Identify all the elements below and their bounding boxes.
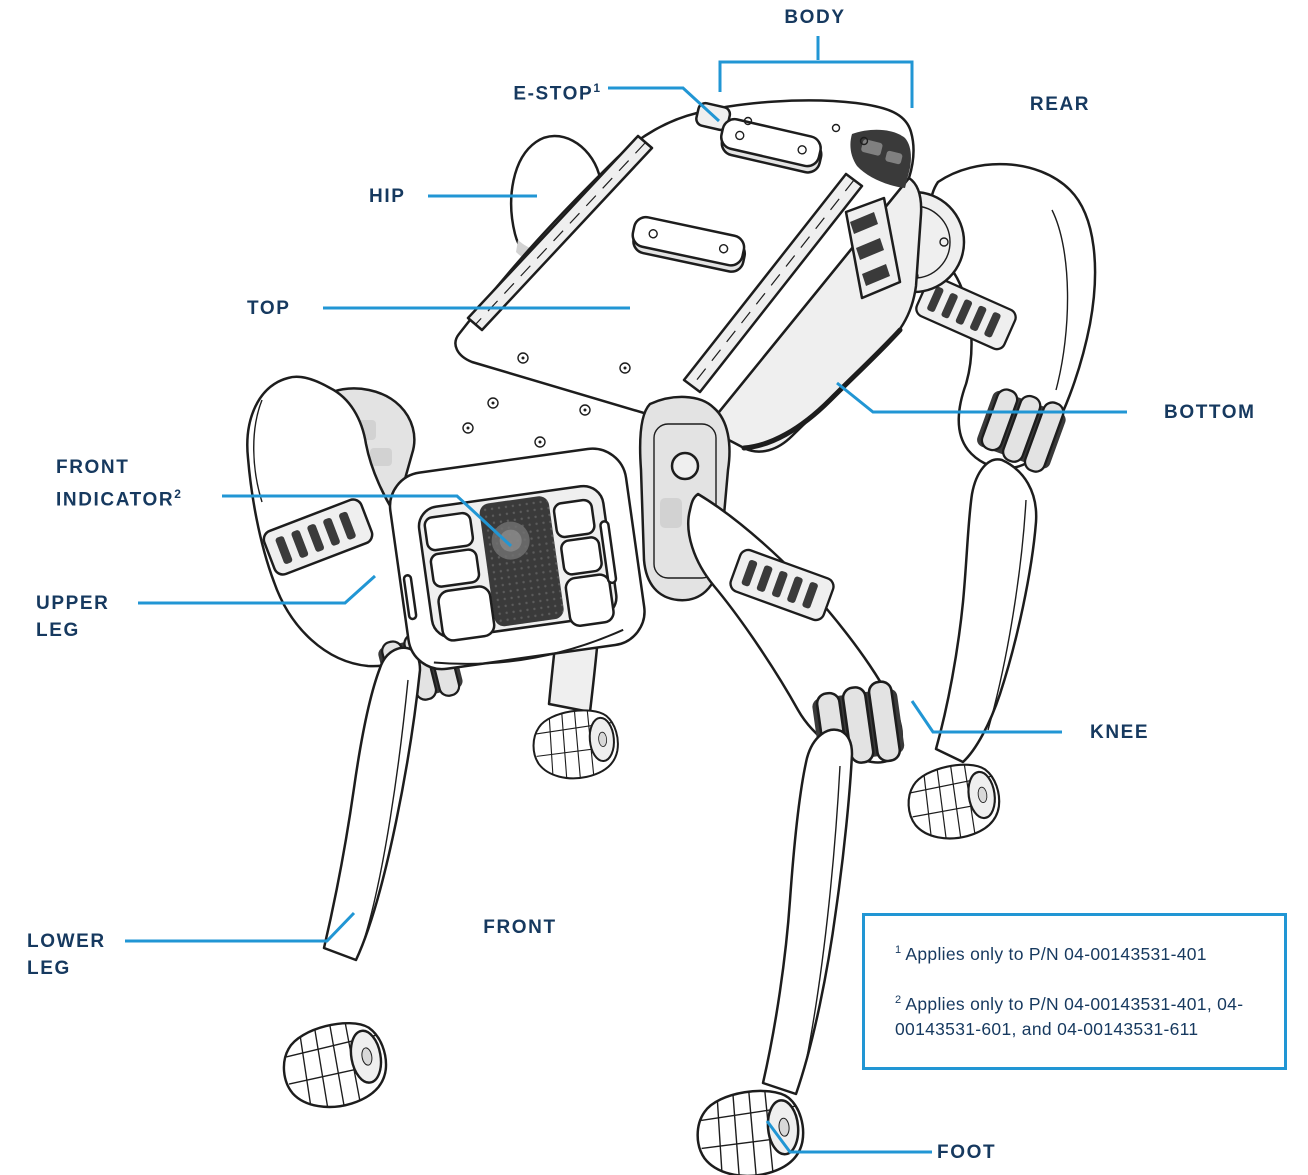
lower-leg-label-line1: LOWER — [27, 931, 106, 952]
label-bottom: BOTTOM — [1164, 399, 1256, 426]
knee-leader — [910, 700, 1062, 734]
label-body: BODY — [784, 4, 845, 31]
upper-leg-label-line1: UPPER — [36, 593, 110, 614]
footnote-2-superscript: 2 — [895, 993, 902, 1006]
foot-label-text: FOOT — [937, 1142, 997, 1163]
body-label-text: BODY — [784, 7, 846, 28]
robot-body — [454, 99, 923, 453]
leader-lines — [125, 36, 1127, 1154]
knee-label-text: KNEE — [1090, 722, 1150, 743]
label-rear: REAR — [1030, 91, 1090, 118]
body-bracket — [718, 60, 914, 108]
e-stop-label-text: E-STOP — [513, 83, 594, 105]
label-e-stop: E-STOP1 — [513, 75, 600, 107]
front-indicator-label-line2: INDICATOR — [56, 489, 175, 511]
footnote-1-superscript: 1 — [895, 944, 902, 956]
front-indicator-label-line1: FRONT — [56, 457, 130, 478]
label-foot: FOOT — [937, 1139, 996, 1166]
e-stop-superscript: 1 — [593, 81, 600, 95]
label-front-indicator: FRONT INDICATOR2 — [56, 454, 181, 513]
front-label-text: FRONT — [483, 917, 557, 938]
upper-leg-leader — [138, 574, 377, 605]
lower-leg-label-line2: LEG — [27, 958, 71, 979]
front-indicator-leader — [222, 494, 513, 548]
label-hip: HIP — [369, 183, 405, 210]
front-face-plate — [388, 447, 646, 671]
foot-leader — [765, 1120, 932, 1154]
bottom-label-text: BOTTOM — [1164, 402, 1256, 423]
e-stop-leader — [608, 86, 721, 123]
label-front: FRONT — [483, 914, 556, 941]
hip-label-text: HIP — [369, 186, 406, 207]
front-indicator-superscript: 2 — [174, 487, 181, 501]
front-left-leg — [246, 375, 467, 1117]
lower-leg-leader — [125, 911, 356, 943]
footnote-1-text: Applies only to P/N 04-00143531-401 — [905, 943, 1207, 964]
label-top: TOP — [247, 295, 291, 322]
bottom-leader — [836, 381, 1127, 414]
rear-label-text: REAR — [1029, 94, 1091, 115]
footnote-2-text: Applies only to P/N 04-00143531-401, 04-… — [895, 993, 1244, 1039]
label-knee: KNEE — [1090, 719, 1149, 746]
front-right-leg — [638, 395, 908, 1175]
top-label-text: TOP — [247, 298, 291, 319]
label-lower-leg: LOWER LEG — [27, 928, 106, 982]
label-upper-leg: UPPER LEG — [36, 590, 109, 644]
upper-leg-label-line2: LEG — [36, 620, 80, 641]
